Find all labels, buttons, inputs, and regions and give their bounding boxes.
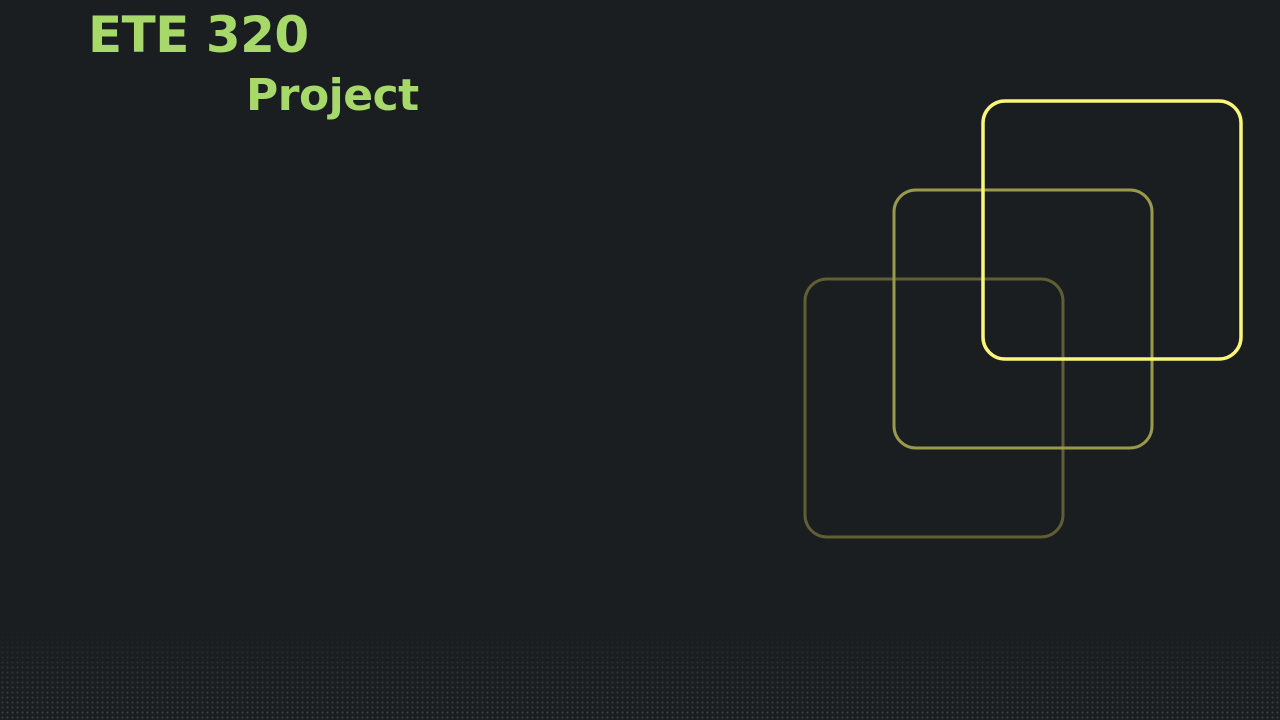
outline-square-back <box>805 279 1063 537</box>
outline-square-front <box>983 101 1241 359</box>
dotted-texture-band <box>0 630 1280 720</box>
outline-square-middle <box>894 190 1152 448</box>
